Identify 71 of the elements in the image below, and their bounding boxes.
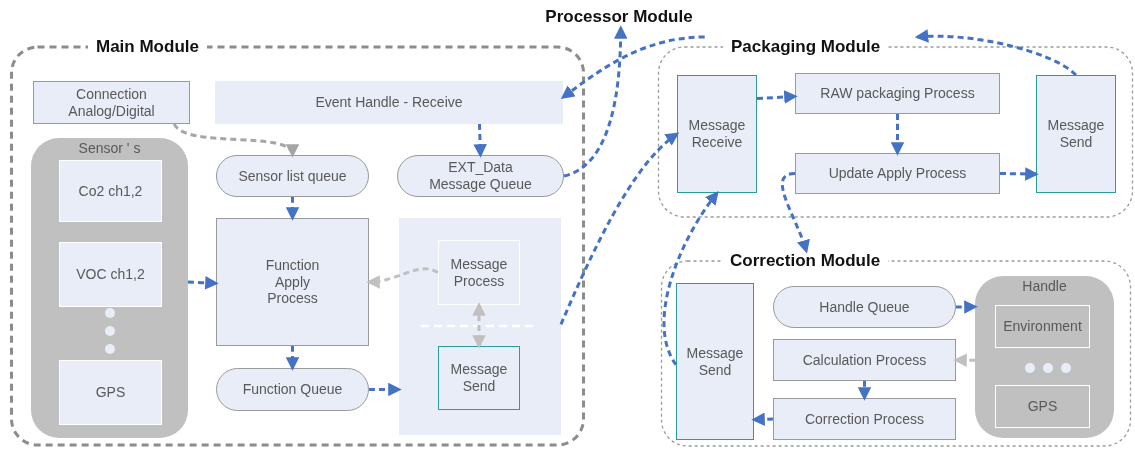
dashed-arrow (366, 267, 439, 289)
dashed-arrow (187, 276, 219, 290)
process-box (773, 398, 956, 440)
box-label: Co2 ch1,2 (78, 182, 143, 200)
queue-box (216, 368, 369, 411)
dashed-arrow (559, 132, 680, 325)
box-label: Sensor list queue (238, 167, 347, 185)
box-label: Message Receive (687, 117, 747, 151)
module-frame (657, 37, 1134, 219)
box-label: Message Send (685, 344, 745, 379)
group-title: Handle (1021, 278, 1068, 295)
process-box (33, 81, 190, 124)
dashed-arrow (563, 25, 628, 178)
process-box (216, 218, 369, 346)
box-label: Event Handle - Receive (315, 94, 463, 111)
dashed-arrow (285, 346, 300, 371)
dashed-arrow (369, 382, 402, 397)
queue-box (773, 286, 956, 328)
process-box (795, 73, 1000, 114)
box-label: EXT_Data Message Queue (428, 159, 533, 193)
dashed-arrow (473, 123, 487, 158)
dashed-arrow (751, 412, 774, 426)
dashed-arrow (890, 114, 905, 156)
group-panel (975, 276, 1114, 438)
dashed-arrow (560, 35, 705, 99)
module-frame (10, 37, 585, 447)
box-label: Handle Queue (819, 298, 910, 316)
module-frame (660, 251, 1132, 448)
box-label: VOC ch1,2 (76, 266, 145, 283)
module-title: Packaging Module (723, 37, 889, 57)
box-label: Update Apply Process (828, 165, 967, 182)
item-box (59, 242, 162, 307)
box-label: RAW packaging Process (820, 85, 975, 102)
process-box (773, 339, 956, 381)
item-box (59, 360, 162, 425)
item-box (995, 385, 1090, 428)
box-label: Message Process (449, 255, 509, 290)
box-label: Message Send (449, 361, 509, 395)
queue-box (397, 155, 564, 197)
queue-box (216, 155, 369, 197)
box-label: Calculation Process (802, 351, 927, 369)
box-label: GPS (1027, 398, 1058, 415)
group-title: Sensor ' s (77, 140, 142, 157)
box-label: Connection Analog/Digital (67, 85, 156, 120)
box-label: Correction Process (804, 410, 924, 428)
dashed-arrow (472, 302, 486, 349)
message-box (676, 283, 754, 440)
box-label: Function Queue (242, 381, 343, 398)
dashed-arrow (914, 29, 1077, 77)
message-box (438, 346, 520, 410)
item-box (995, 305, 1090, 348)
process-box (215, 81, 563, 124)
message-box (1036, 75, 1116, 193)
item-box (59, 160, 162, 222)
dashed-arrow (857, 381, 872, 401)
box-label: Environment (1003, 318, 1082, 335)
module-label: Processor Module (545, 6, 693, 28)
dashed-arrow (999, 167, 1039, 181)
process-box (795, 153, 1000, 194)
box-label: Message Send (1046, 117, 1106, 151)
dashed-arrow (780, 172, 810, 254)
item-box (438, 240, 520, 305)
box-label: Function Apply Process (264, 256, 321, 308)
dashed-arrow (285, 197, 300, 221)
group-panel (31, 138, 188, 438)
dashed-arrow (953, 353, 975, 367)
message-panel (399, 218, 561, 435)
message-box (677, 75, 757, 193)
box-label: GPS (95, 384, 126, 401)
dashed-arrow (756, 90, 798, 104)
dashed-arrow (956, 300, 978, 314)
